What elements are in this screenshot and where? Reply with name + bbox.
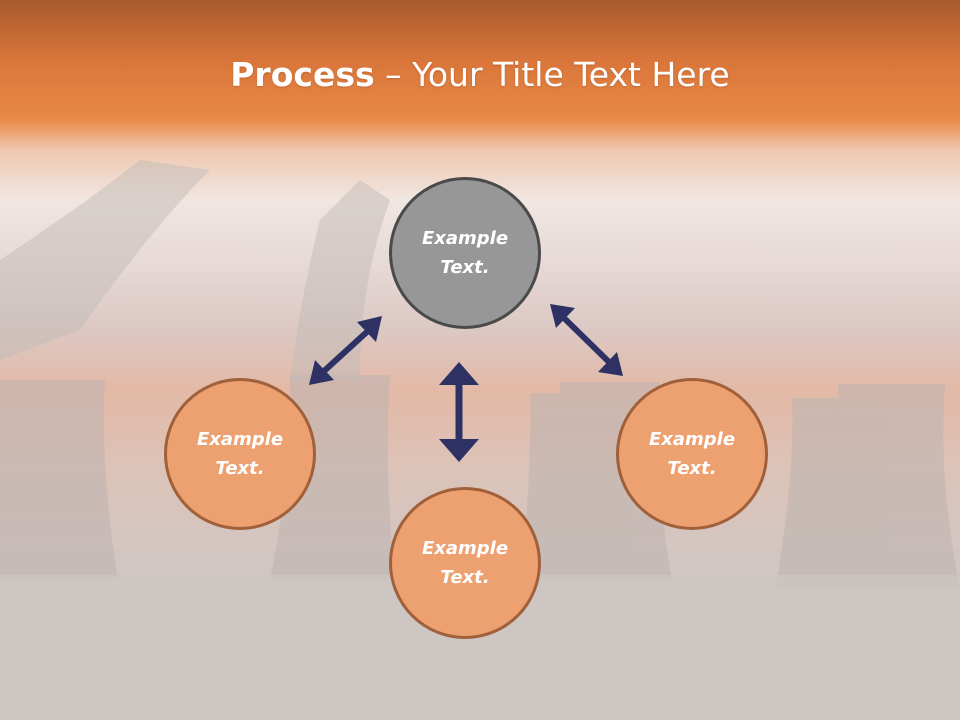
process-node-left: Example Text. — [164, 378, 316, 530]
node-right-line1: Example — [648, 429, 736, 450]
node-top-line2: Text. — [440, 257, 490, 278]
slide-title: Process – Your Title Text Here — [0, 52, 960, 98]
double-arrow-right — [550, 304, 623, 376]
title-bold: Process — [230, 55, 375, 94]
node-top-line1: Example — [421, 228, 509, 249]
process-node-right: Example Text. — [616, 378, 768, 530]
node-bottom-line2: Text. — [440, 567, 490, 588]
node-left-line1: Example — [196, 429, 284, 450]
double-arrow-center — [439, 362, 479, 462]
node-right-line2: Text. — [667, 458, 717, 479]
node-bottom-line1: Example — [421, 538, 509, 559]
process-node-bottom: Example Text. — [389, 487, 541, 639]
process-node-top: Example Text. — [389, 177, 541, 329]
node-left-line2: Text. — [215, 458, 265, 479]
double-arrow-left — [309, 316, 382, 385]
title-rest: – Your Title Text Here — [374, 55, 730, 94]
